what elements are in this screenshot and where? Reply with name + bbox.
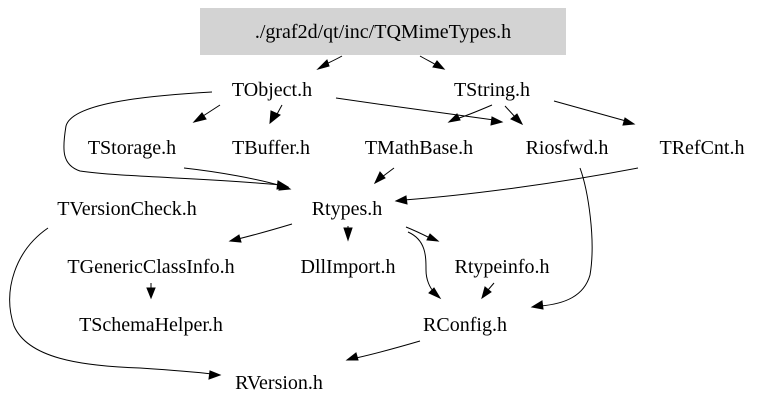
node-label: TSchemaHelper.h	[79, 314, 223, 336]
node-rtypes[interactable]: Rtypes.h	[312, 198, 383, 220]
node-tschemahelper[interactable]: TSchemaHelper.h	[79, 314, 223, 336]
node-label: Rtypeinfo.h	[455, 256, 550, 278]
node-label: DllImport.h	[301, 256, 396, 278]
node-label: TRefCnt.h	[660, 137, 745, 159]
node-rversion[interactable]: RVersion.h	[235, 372, 323, 394]
edge-root-tobject	[316, 55, 343, 70]
node-trefcnt[interactable]: TRefCnt.h	[660, 137, 745, 159]
node-label: TMathBase.h	[365, 137, 473, 159]
edge-tgenericclassinfo-tschemahelper	[146, 283, 156, 300]
edge-tversioncheck-rversion	[9, 227, 222, 380]
edge-tstring-riosfwd	[504, 105, 524, 126]
node-tstorage[interactable]: TStorage.h	[88, 137, 176, 159]
node-label: TGenericClassInfo.h	[67, 256, 234, 278]
node-label: Rtypes.h	[312, 198, 383, 220]
node-tbuffer[interactable]: TBuffer.h	[232, 137, 310, 159]
edge-rtypes-dllimport	[343, 226, 353, 242]
node-tmathbase[interactable]: TMathBase.h	[365, 137, 473, 159]
node-label: TBuffer.h	[232, 137, 310, 159]
node-label: ./graf2d/qt/inc/TQMimeTypes.h	[255, 21, 511, 43]
edge-tstorage-rtypes	[183, 167, 292, 191]
edge-rtypes-rconfig	[407, 231, 442, 300]
node-tobject[interactable]: TObject.h	[232, 79, 312, 101]
edge-rtypeinfo-rconfig	[481, 282, 495, 300]
edge-rtypes-rtypeinfo	[405, 226, 440, 242]
graph-edges	[9, 55, 639, 380]
node-rconfig[interactable]: RConfig.h	[423, 314, 507, 336]
node-label: TString.h	[454, 79, 530, 101]
node-label: RConfig.h	[423, 314, 507, 336]
edge-rtypes-tgenericclassinfo	[228, 223, 293, 243]
edge-tobject-tstorage	[192, 104, 221, 123]
edge-riosfwd-rconfig	[530, 167, 593, 310]
node-riosfwd[interactable]: Riosfwd.h	[526, 137, 609, 159]
node-tstring[interactable]: TString.h	[454, 79, 530, 101]
node-tversioncheck[interactable]: TVersionCheck.h	[57, 198, 196, 220]
edge-tstring-trefcnt	[553, 100, 636, 126]
node-rtypeinfo[interactable]: Rtypeinfo.h	[455, 256, 550, 278]
node-root[interactable]: ./graf2d/qt/inc/TQMimeTypes.h	[200, 8, 566, 55]
node-dllimport[interactable]: DllImport.h	[301, 256, 396, 278]
node-label: TStorage.h	[88, 137, 176, 159]
graph-nodes: ./graf2d/qt/inc/TQMimeTypes.h TObject.h …	[57, 8, 745, 394]
edge-tobject-riosfwd	[335, 97, 504, 126]
edge-root-tstring	[419, 55, 446, 70]
node-label: TVersionCheck.h	[57, 198, 196, 220]
node-label: TObject.h	[232, 79, 312, 101]
edge-tobject-tbuffer	[269, 104, 283, 125]
edge-tstring-tmathbase	[447, 104, 493, 123]
edge-rconfig-rversion	[345, 340, 421, 361]
node-label: Riosfwd.h	[526, 137, 609, 159]
node-tgenericclassinfo[interactable]: TGenericClassInfo.h	[67, 256, 234, 278]
node-label: RVersion.h	[235, 372, 323, 394]
root-highlight-box	[200, 8, 566, 55]
edge-tmathbase-rtypes	[373, 167, 395, 185]
edge-trefcnt-rtypes	[394, 167, 639, 205]
